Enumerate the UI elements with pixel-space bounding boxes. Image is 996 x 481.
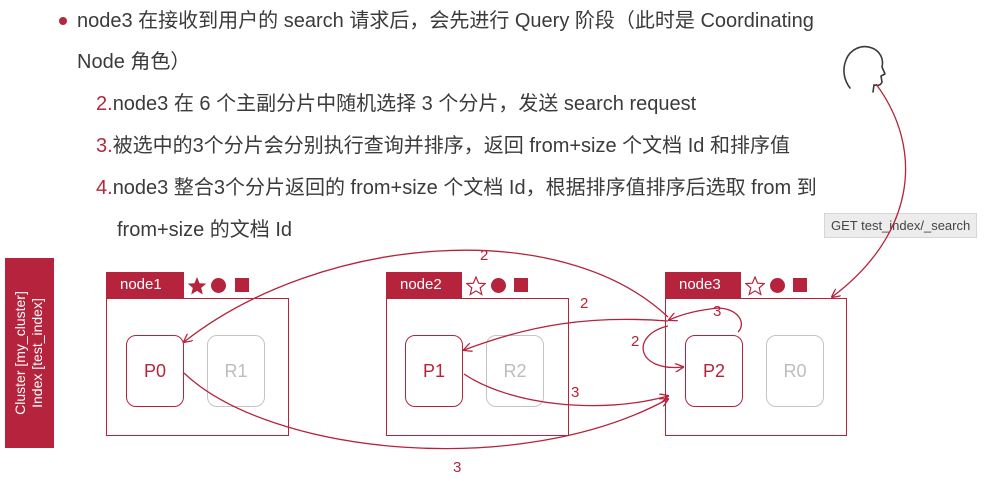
circle-icon [211, 278, 226, 293]
square-icon [514, 278, 528, 292]
step-number: 4. [96, 177, 113, 199]
shard-r1: R1 [207, 335, 265, 407]
arrow-label-from-p1: 3 [571, 384, 580, 401]
step-4: 4.node3 整合3个分片返回的 from+size 个文档 Id，根据排序值… [96, 173, 817, 203]
arrow-query-to-p0 [184, 249, 669, 342]
node2-tab: node2 [386, 272, 462, 298]
bullet-dot [59, 17, 67, 25]
square-icon [793, 278, 807, 292]
arrow-label-from-p2: 3 [713, 303, 722, 320]
shard-p2: P2 [685, 335, 743, 407]
shard-r0: R0 [766, 335, 824, 407]
arrow-query-to-p1 [464, 318, 669, 350]
arrow-p0-response [183, 372, 668, 450]
circle-icon [491, 278, 506, 293]
step-text: node3 在 6 个主副分片中随机选择 3 个分片，发送 search req… [112, 93, 697, 115]
circle-icon [770, 278, 785, 293]
bullet-line-2: Node 角色） [77, 51, 191, 73]
square-icon [235, 278, 249, 292]
node1-tab: node1 [106, 272, 184, 298]
star-icon [187, 277, 207, 295]
node1-box [106, 298, 289, 436]
step-number: 3. [96, 135, 113, 157]
star-icon [745, 276, 765, 296]
star-icon [466, 276, 486, 296]
bullet-line-1: node3 在接收到用户的 search 请求后，会先进行 Query 阶段（此… [77, 10, 814, 32]
step-3: 3.被选中的3个分片会分别执行查询并排序，返回 from+size 个文档 Id… [96, 131, 790, 161]
shard-p0: P0 [126, 335, 184, 407]
arrow-p1-response [463, 373, 668, 407]
step-2: 2.node3 在 6 个主副分片中随机选择 3 个分片，发送 search r… [96, 89, 696, 119]
node2-box [386, 298, 569, 436]
shard-p1: P1 [405, 335, 463, 407]
arrow-p2-response [669, 307, 743, 333]
arrow-label-to-p0: 2 [480, 247, 489, 264]
arrow-user-to-node3 [832, 83, 907, 297]
cluster-bar [5, 258, 54, 448]
step-text: node3 整合3个分片返回的 from+size 个文档 Id，根据排序值排序… [112, 177, 817, 199]
step-text: 被选中的3个分片会分别执行查询并排序，返回 from+size 个文档 Id 和… [112, 135, 790, 157]
arrow-label-to-p1: 2 [580, 295, 589, 312]
shard-r2: R2 [486, 335, 544, 407]
arrow-label-from-p0: 3 [453, 459, 462, 476]
person-head-icon [843, 45, 886, 93]
request-label: GET test_index/_search [824, 213, 978, 238]
arrow-query-to-p2 [642, 325, 683, 367]
node3-tab: node3 [665, 272, 741, 298]
step-4-continued: from+size 的文档 Id [117, 219, 293, 241]
step-number: 2. [96, 93, 113, 115]
arrow-label-to-p2: 2 [631, 333, 640, 350]
